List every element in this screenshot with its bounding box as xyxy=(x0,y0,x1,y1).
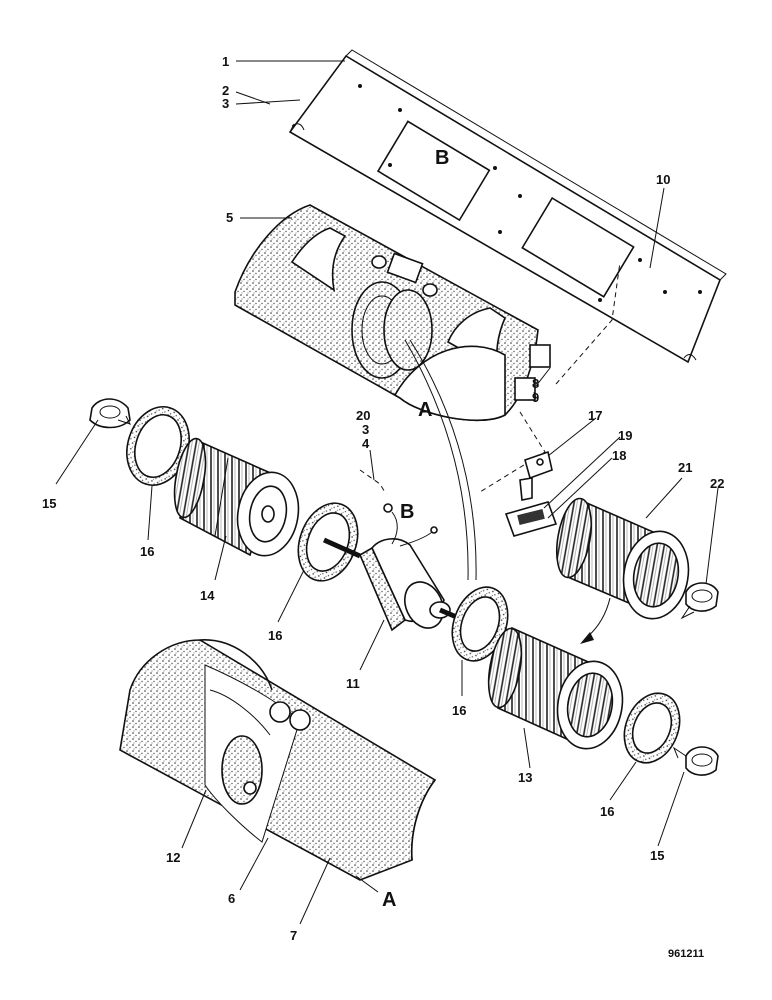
resistor-plate xyxy=(504,501,558,537)
callout-labels: 1 2 3 5 10 8 9 20 3 4 17 19 18 21 22 15 … xyxy=(42,54,724,943)
move-arrow xyxy=(585,597,611,639)
leader-lines xyxy=(55,60,719,925)
callout-15-left: 15 xyxy=(42,496,56,511)
clip-left xyxy=(89,398,131,429)
bracket xyxy=(519,450,553,501)
dashed-guide-bracket xyxy=(479,411,546,493)
callout-22: 22 xyxy=(710,476,724,491)
letter-b-top: B xyxy=(435,147,449,169)
callout-13: 13 xyxy=(518,770,532,785)
callout-16-left: 16 xyxy=(140,544,154,559)
wire-loom xyxy=(404,339,469,581)
letter-b-middle: B xyxy=(400,501,414,523)
fan-wheel-left xyxy=(173,437,300,557)
callout-7: 7 xyxy=(290,928,297,943)
callout-3-motor: 3 xyxy=(362,422,369,437)
dashed-guide-top xyxy=(555,261,621,385)
ring-right-lower xyxy=(623,692,681,764)
letter-a-bottom: A xyxy=(382,889,396,911)
callout-8: 8 xyxy=(532,376,539,391)
callout-3: 3 xyxy=(222,96,229,111)
callout-2: 2 xyxy=(222,83,229,98)
callout-6: 6 xyxy=(228,891,235,906)
callout-19: 19 xyxy=(618,428,632,443)
clip-right-lower xyxy=(672,746,719,776)
mounting-plate xyxy=(288,49,727,364)
callout-16-motor-left: 16 xyxy=(268,628,282,643)
callout-16-motor-right: 16 xyxy=(452,703,466,718)
lower-housing xyxy=(119,639,437,881)
blower-motor xyxy=(322,503,493,635)
callout-11: 11 xyxy=(346,676,360,691)
callout-12: 12 xyxy=(166,850,180,865)
fan-wheel-right-upper xyxy=(555,497,690,620)
connection-letters: B A B A xyxy=(382,147,449,911)
callout-5: 5 xyxy=(226,210,233,225)
callout-21: 21 xyxy=(678,460,692,475)
callout-20: 20 xyxy=(356,408,370,423)
callout-10: 10 xyxy=(656,172,670,187)
callout-14: 14 xyxy=(200,588,215,603)
fan-wheel-right-lower xyxy=(487,626,624,750)
reference-number: 961211 xyxy=(668,948,704,960)
ring-left xyxy=(126,406,190,486)
clip-right-upper xyxy=(680,582,719,620)
callout-18: 18 xyxy=(612,448,626,463)
upper-housing xyxy=(234,204,551,422)
callout-1: 1 xyxy=(222,54,229,69)
callout-16-right: 16 xyxy=(600,804,614,819)
callout-9: 9 xyxy=(532,390,539,405)
callout-15-right: 15 xyxy=(650,848,664,863)
letter-a-middle: A xyxy=(418,399,432,421)
callout-17: 17 xyxy=(588,408,602,423)
callout-4: 4 xyxy=(362,436,370,451)
